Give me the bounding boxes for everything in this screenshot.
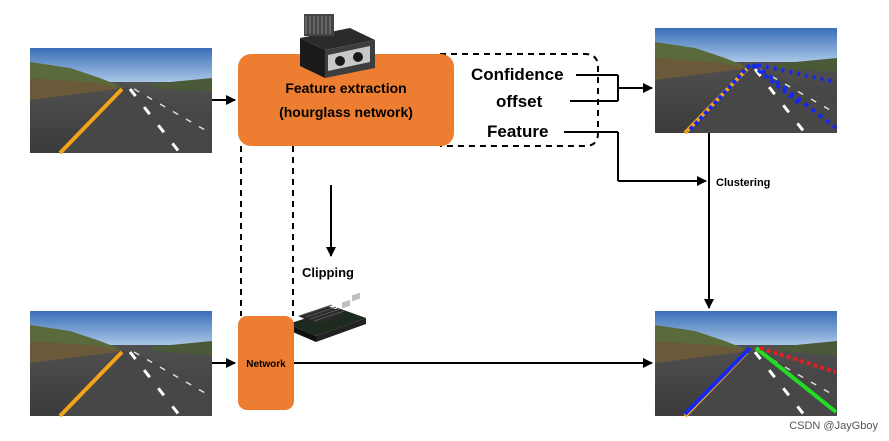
network-block — [238, 316, 294, 410]
lane-line-blue — [683, 346, 752, 416]
output-road-image-top — [653, 26, 839, 135]
gpu-card-icon — [300, 14, 375, 78]
jetson-board-icon — [288, 292, 366, 342]
lane-point-blue-4 — [757, 63, 837, 84]
clustering-label: Clustering — [716, 177, 770, 189]
output-road-image-bottom — [653, 309, 839, 418]
output-confidence-label: Confidence — [471, 65, 564, 84]
feature-to-clustering-arrow — [564, 131, 707, 186]
feature-extraction-subtitle: (hourglass network) — [279, 104, 413, 120]
clipping-label: Clipping — [302, 265, 354, 280]
feature-extraction-block — [238, 54, 454, 146]
output-feature-label: Feature — [487, 122, 548, 141]
confidence-offset-arrow — [570, 74, 653, 102]
watermark: CSDN @JayGboy — [789, 420, 878, 432]
lane-point-blue-2 — [750, 63, 802, 106]
output-offset-label: offset — [496, 92, 543, 111]
input-road-image-bottom — [28, 309, 214, 418]
lane-point-blue-1 — [686, 63, 752, 134]
network-label: Network — [246, 359, 286, 370]
lane-line-green — [754, 346, 838, 414]
lane-line-red — [759, 346, 837, 374]
feature-extraction-title: Feature extraction — [285, 80, 406, 96]
input-road-image-top — [28, 46, 214, 155]
